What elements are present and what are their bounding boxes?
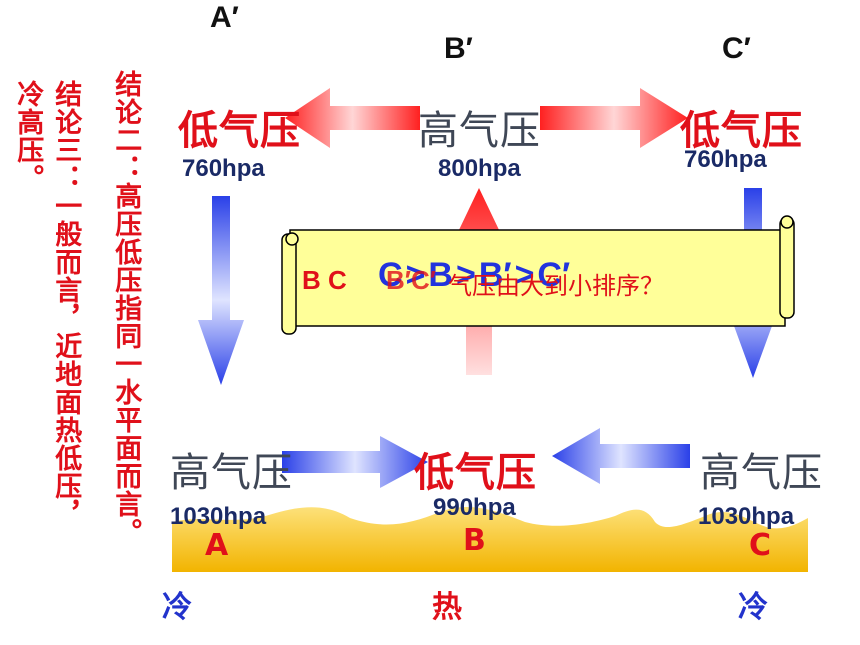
- ground-point-a: A: [205, 528, 229, 563]
- upper-mid-hpa: 800hpa: [438, 155, 521, 182]
- lower-right-blue-arrow: [552, 428, 690, 484]
- upper-left-red-arrow: [285, 88, 420, 148]
- lower-right-hpa: 1030hpa: [698, 503, 795, 530]
- lower-left-blue-arrow: [282, 436, 428, 488]
- upper-right-red-arrow: [540, 88, 688, 148]
- point-c-prime: C′: [722, 32, 751, 65]
- upper-left-hpa: 760hpa: [182, 155, 265, 182]
- conclusion-three-line2: 冷高压。: [12, 80, 44, 192]
- ground-point-b: B: [463, 523, 486, 558]
- question-prefix: B C: [302, 265, 347, 295]
- temp-mid: 热: [432, 590, 462, 625]
- lower-left-pressure: 高气压: [170, 450, 293, 496]
- upper-mid-pressure: 高气压: [418, 108, 541, 154]
- question-overlay-answer: B′C′: [386, 265, 437, 295]
- lower-right-pressure: 高气压: [700, 450, 823, 496]
- upper-right-pressure: 低气压: [680, 108, 803, 154]
- conclusion-two: 结论二：高压低压指同一水平面而言。: [110, 70, 142, 546]
- point-b-prime: B′: [444, 32, 473, 65]
- upper-right-hpa: 760hpa: [684, 146, 767, 173]
- lower-left-hpa: 1030hpa: [170, 503, 267, 530]
- lower-mid-pressure: 低气压: [414, 450, 537, 496]
- answer-item: >: [405, 256, 426, 294]
- answer-item: B: [428, 256, 453, 294]
- left-sinking-arrow: [198, 196, 244, 385]
- answer-item: >: [455, 256, 476, 294]
- temp-right: 冷: [738, 590, 768, 625]
- answer-item: C′: [537, 256, 571, 294]
- lower-mid-hpa: 990hpa: [433, 494, 516, 521]
- question-scroll: [281, 215, 795, 335]
- answer-sequence: C > B > B′ > C′: [378, 256, 570, 295]
- question-text: 气压由大到小排序？: [448, 272, 664, 300]
- ground-surface: [172, 506, 808, 572]
- upper-left-pressure: 低气压: [178, 108, 301, 154]
- point-a-prime: A′: [210, 1, 239, 34]
- ground-point-c: C: [749, 528, 772, 563]
- temp-left: 冷: [162, 590, 192, 625]
- conclusion-three-line1: 结论三：一般而言，近地面热低压，: [50, 80, 82, 528]
- answer-item: C: [378, 256, 403, 294]
- answer-item: B′: [478, 256, 512, 294]
- answer-item: >: [514, 256, 535, 294]
